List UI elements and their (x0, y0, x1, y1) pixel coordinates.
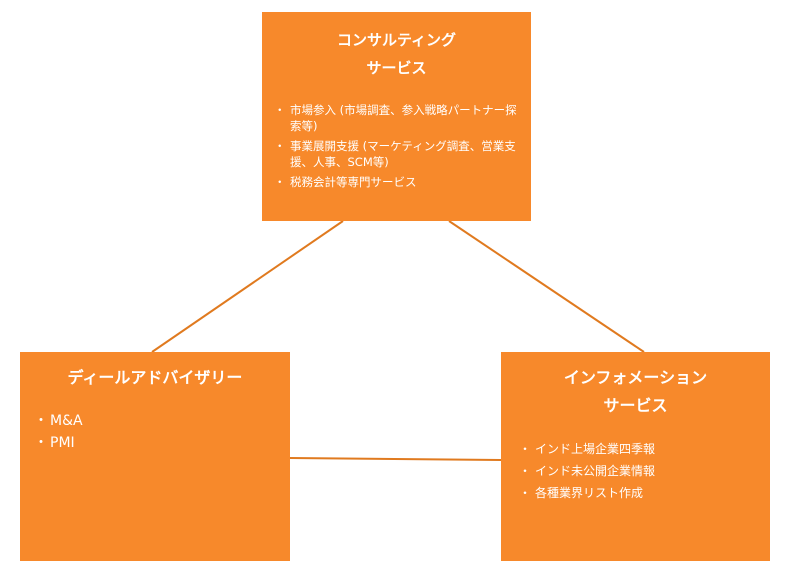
consulting-title-line2: サービス (366, 59, 427, 77)
connector-consulting-information (448, 220, 645, 353)
consulting-services-box: コンサルティング サービス 市場参入 (市場調査、参入戦略パートナー探索等) 事… (262, 12, 531, 221)
list-item: インド未公開企業情報 (519, 460, 770, 482)
advisory-item-list: M&A PMI (20, 410, 290, 454)
information-item-list: インド上場企業四季報 インド未公開企業情報 各種業界リスト作成 (501, 438, 770, 504)
consulting-title-line1: コンサルティング (336, 31, 457, 49)
list-item: 市場参入 (市場調査、参入戦略パートナー探索等) (274, 102, 521, 134)
list-item: M&A (34, 410, 290, 432)
advisory-title-line1: ディールアドバイザリー (67, 368, 243, 387)
list-item: インド上場企業四季報 (519, 438, 770, 460)
consulting-item-list: 市場参入 (市場調査、参入戦略パートナー探索等) 事業展開支援 (マーケティング… (262, 102, 531, 190)
information-title: インフォメーション サービス (501, 352, 770, 420)
connector-consulting-advisory (151, 220, 344, 353)
deal-advisory-box: ディールアドバイザリー M&A PMI (20, 352, 290, 561)
list-item: 税務会計等専門サービス (274, 174, 521, 190)
connector-advisory-information (289, 457, 502, 461)
list-item: 事業展開支援 (マーケティング調査、営業支援、人事、SCM等) (274, 138, 521, 170)
list-item: PMI (34, 432, 290, 454)
advisory-title: ディールアドバイザリー (20, 352, 290, 392)
consulting-title: コンサルティング サービス (262, 12, 531, 82)
information-services-box: インフォメーション サービス インド上場企業四季報 インド未公開企業情報 各種業… (501, 352, 770, 561)
information-title-line1: インフォメーション (563, 368, 708, 387)
information-title-line2: サービス (603, 396, 668, 415)
list-item: 各種業界リスト作成 (519, 482, 770, 504)
